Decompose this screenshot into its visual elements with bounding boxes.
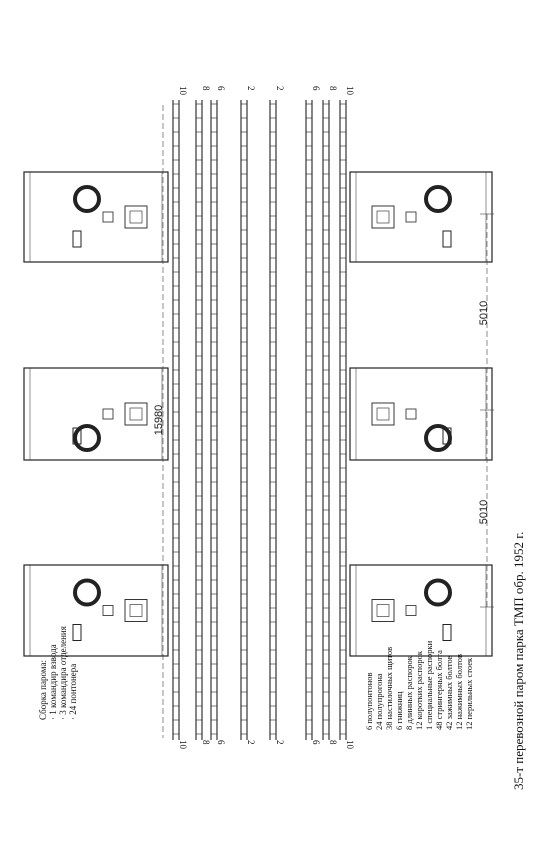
stringer-track bbox=[172, 100, 180, 740]
crew-list: Сборка парома: · 1 командир взвода · 3 к… bbox=[38, 626, 78, 720]
stringer-track bbox=[195, 100, 203, 740]
track-number: 8 bbox=[328, 86, 338, 91]
track-number: 10 bbox=[178, 740, 188, 750]
stringer-track bbox=[210, 100, 218, 740]
overall-dimension: 15980 bbox=[153, 405, 165, 436]
mooring-ring bbox=[424, 185, 452, 213]
crew-heading: Сборка парома: bbox=[38, 660, 48, 720]
track-number: 6 bbox=[216, 86, 226, 91]
track-number: 10 bbox=[178, 86, 188, 96]
dimension-group: 15980 5010 5010 bbox=[153, 105, 494, 738]
parts-item: 1 специальные распорки bbox=[424, 640, 434, 730]
track-number: 10 bbox=[345, 740, 355, 750]
track-number: 8 bbox=[328, 740, 338, 745]
span-dimension-lower: 5010 bbox=[478, 500, 490, 524]
stringer-track bbox=[322, 100, 330, 740]
stringer-track bbox=[240, 100, 248, 740]
parts-item: 12 нажимных болтов bbox=[454, 654, 464, 730]
pontoon-half bbox=[23, 367, 169, 461]
parts-list: 6 полупонтонов 24 полупрогона 38 настило… bbox=[364, 640, 474, 730]
crew-item: · 1 командир взвода bbox=[48, 644, 58, 720]
pontoon-group bbox=[23, 171, 493, 657]
track-number: 6 bbox=[216, 740, 226, 745]
hatch bbox=[124, 599, 148, 622]
parts-item: 12 перильных стоек bbox=[464, 657, 474, 730]
track-number: 2 bbox=[246, 86, 256, 91]
bollard bbox=[442, 427, 452, 445]
hatch bbox=[371, 599, 395, 622]
mooring-ring bbox=[73, 424, 101, 452]
pontoon-half bbox=[349, 564, 493, 657]
parts-item: 12 коротких распорок bbox=[414, 650, 424, 730]
bollard bbox=[442, 624, 452, 641]
track-number: 8 bbox=[201, 86, 211, 91]
span-dimension-upper: 5010 bbox=[478, 301, 490, 325]
track-number: 6 bbox=[311, 86, 321, 91]
track-number: 2 bbox=[275, 740, 285, 745]
bollard bbox=[72, 427, 82, 445]
crew-item: · 3 командира отделения bbox=[58, 626, 68, 720]
parts-item: 48 стрингерных болта bbox=[434, 650, 444, 730]
hatch bbox=[124, 205, 148, 229]
mooring-ring bbox=[424, 424, 452, 452]
parts-item: 24 полупрогона bbox=[374, 673, 384, 730]
hatch bbox=[371, 205, 395, 229]
crew-item: · 24 понтонера bbox=[68, 664, 78, 720]
mooring-ring bbox=[424, 578, 452, 607]
pontoon-half bbox=[349, 171, 493, 263]
stringer-track bbox=[269, 100, 277, 740]
bollard bbox=[72, 624, 82, 641]
parts-item: 6 гнижниц bbox=[394, 691, 404, 730]
parts-item: 38 настилочных щитов bbox=[384, 647, 394, 730]
parts-item: 6 полупонтонов bbox=[364, 672, 374, 730]
track-number: 2 bbox=[246, 740, 256, 745]
stringer-track bbox=[339, 100, 347, 740]
stringer-track bbox=[305, 100, 313, 740]
bollard bbox=[72, 230, 82, 248]
track-number: 8 bbox=[201, 740, 211, 745]
track-number: 2 bbox=[275, 86, 285, 91]
hatch bbox=[124, 402, 148, 426]
pontoon-half bbox=[23, 171, 169, 263]
pontoon-half bbox=[349, 367, 493, 461]
track-group bbox=[172, 100, 347, 740]
parts-item: 42 зажимных болтов bbox=[444, 655, 454, 730]
bollard bbox=[442, 230, 452, 248]
hatch bbox=[371, 402, 395, 426]
track-number: 10 bbox=[345, 86, 355, 96]
track-number: 6 bbox=[311, 740, 321, 745]
parts-item: 8 длинных распорок bbox=[404, 655, 414, 730]
mooring-ring bbox=[73, 185, 101, 213]
mooring-ring bbox=[73, 578, 101, 607]
pontoon-half bbox=[23, 564, 169, 657]
page-title: 35-т перевозной паром парка ТМП обр. 195… bbox=[511, 532, 526, 790]
